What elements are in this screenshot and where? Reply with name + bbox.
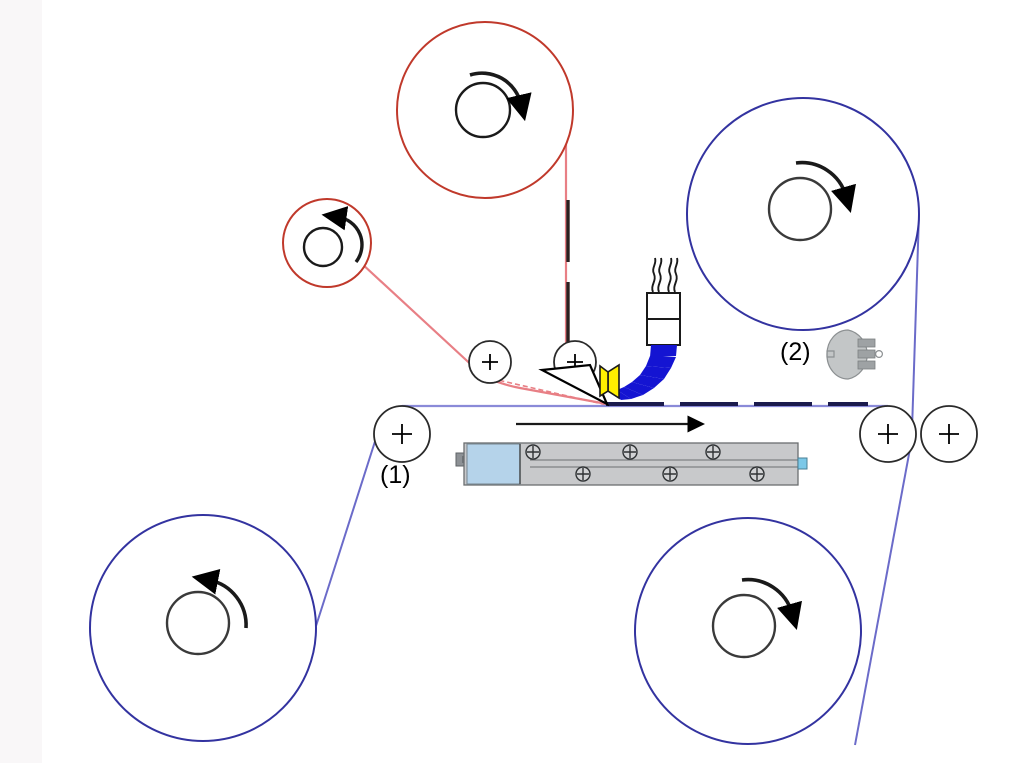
doctor-blade-wedge xyxy=(538,363,610,407)
sensor-port-icon xyxy=(874,350,883,359)
red-roll-upper[interactable] xyxy=(396,21,574,199)
plus-marker-icon xyxy=(878,424,898,444)
blue-roll-upper-right[interactable] xyxy=(686,97,920,331)
linear-actuator[interactable] xyxy=(455,442,808,486)
red-roll-small[interactable] xyxy=(282,198,372,288)
torch-cable-left-inner-icon xyxy=(657,257,663,293)
actuator-screws-top xyxy=(525,444,721,460)
torch-nozzle-flare xyxy=(599,364,609,398)
blue-roll-lower-right-outline[interactable] xyxy=(634,517,862,745)
torch-cable-right-inner-icon xyxy=(673,257,679,293)
neck-seg-1 xyxy=(650,345,677,357)
actuator-carriage[interactable] xyxy=(466,443,521,485)
callout-label-1: (1) xyxy=(380,461,411,489)
left-background-strip xyxy=(0,0,42,763)
blue-roll-lower-left[interactable] xyxy=(89,514,317,742)
sensor-pin-top xyxy=(857,338,876,348)
blue-roll-upper-right-outline[interactable] xyxy=(686,97,920,331)
callout-label-2: (2) xyxy=(780,338,811,366)
screw-top-3-cross xyxy=(707,446,719,458)
welding-torch[interactable] xyxy=(599,257,681,400)
screw-bottom-3-cross xyxy=(751,468,763,480)
actuator-end-connector xyxy=(797,457,808,470)
sensor-pin-middle xyxy=(857,349,876,359)
blue-roll-lower-left-outline[interactable] xyxy=(89,514,317,742)
torch-body-upper[interactable] xyxy=(646,292,681,320)
neck-seg-2 xyxy=(646,356,676,368)
blue-web-rewind-feed xyxy=(854,437,913,746)
red-web-secondary-line xyxy=(475,374,608,406)
torch-flexible-neck xyxy=(612,345,677,400)
sensor-head[interactable] xyxy=(826,329,883,380)
unwind-guide-roller[interactable] xyxy=(373,405,431,463)
neck-seg-3 xyxy=(640,366,671,379)
blue-web-top-feed xyxy=(911,213,920,431)
doctor-blade-wedge-shape xyxy=(538,363,610,407)
red-roll-small-outline[interactable] xyxy=(282,198,372,288)
torch-nozzle-cone xyxy=(607,363,620,400)
red-roll-upper-outline[interactable] xyxy=(396,21,574,199)
blue-roll-lower-right[interactable] xyxy=(634,517,862,745)
rotation-arrow-counterclockwise-icon xyxy=(321,206,364,264)
neck-seg-4 xyxy=(632,375,664,388)
nip-roller-right[interactable] xyxy=(920,405,978,463)
idler-roller-left-red[interactable] xyxy=(468,340,512,384)
rotation-arrow-clockwise-icon xyxy=(795,160,856,213)
red-web-diagonal-feed xyxy=(359,261,479,372)
sensor-head-notch xyxy=(826,350,835,358)
rotation-arrow-clockwise-icon xyxy=(741,577,802,630)
torch-body-lower[interactable] xyxy=(646,318,681,346)
screw-top-1-cross xyxy=(527,446,539,458)
actuator-screws-bottom xyxy=(575,466,765,482)
plus-marker-icon xyxy=(939,424,959,444)
screw-top-2-cross xyxy=(624,446,636,458)
neck-seg-6 xyxy=(617,387,643,399)
rotation-arrow-counterclockwise-icon xyxy=(191,569,248,629)
torch-cable-right-icon xyxy=(667,257,673,293)
plus-marker-icon xyxy=(392,424,412,444)
blue-roll-upper-right-hub xyxy=(767,176,833,242)
neck-seg-5 xyxy=(624,382,654,395)
blue-roll-lower-right-hub xyxy=(711,593,777,659)
rotation-arrow-clockwise-icon xyxy=(469,71,532,122)
nip-roller-left[interactable] xyxy=(859,405,917,463)
sensor-pin-bottom xyxy=(857,360,876,370)
screw-bottom-1-cross xyxy=(577,468,589,480)
screw-bottom-2-cross xyxy=(664,468,676,480)
torch-cable-left-icon xyxy=(651,257,657,293)
plus-marker-icon xyxy=(482,354,498,370)
